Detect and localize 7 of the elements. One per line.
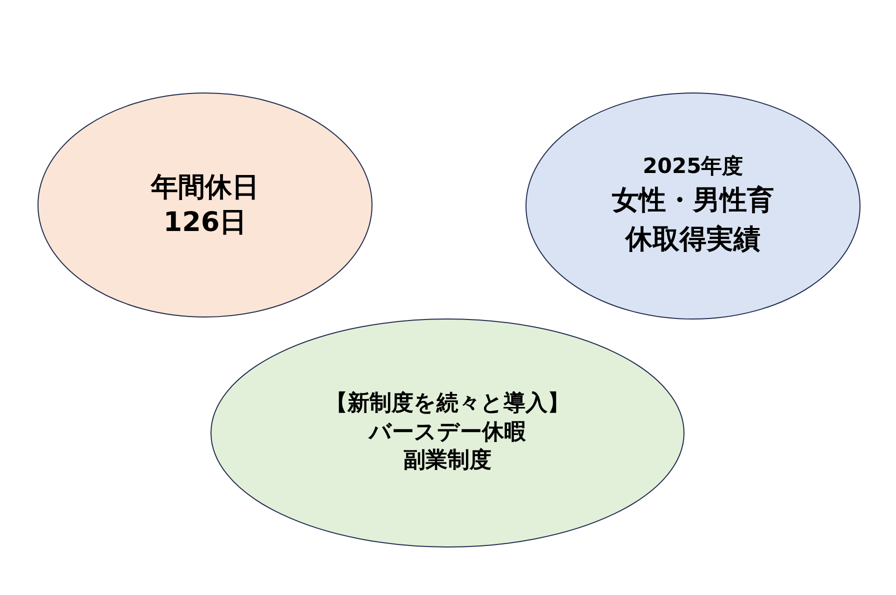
heading-text: 2025年度 (642, 153, 744, 180)
body-text: バースデー休暇 (369, 418, 526, 447)
heading-text: 年間休日 (151, 170, 259, 205)
body-text: 女性・男性育休取得実績 (611, 184, 775, 257)
body-text: 126日 (163, 206, 247, 240)
heading-text: 【新制度を続々と導入】 (326, 390, 570, 418)
body-text: 副業制度 (404, 447, 492, 476)
